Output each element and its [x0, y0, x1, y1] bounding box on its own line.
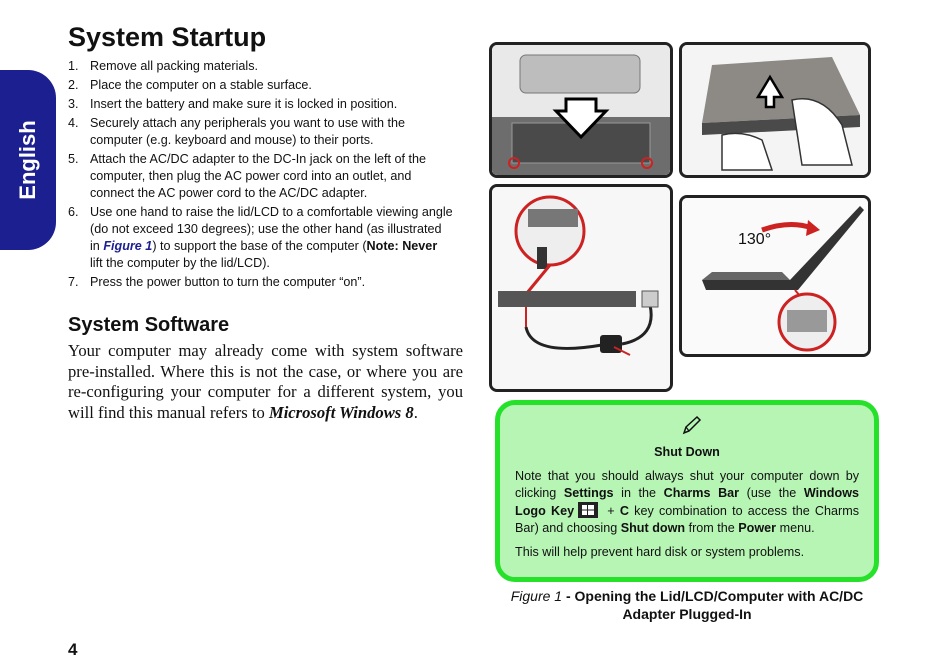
note-paragraph: Note that you should always shut your co… — [515, 469, 859, 535]
language-tab-label: English — [15, 120, 40, 200]
pencil-icon — [682, 415, 702, 435]
battery-insert-illustration — [489, 42, 673, 178]
list-item: 6.Use one hand to raise the lid/LCD to a… — [68, 205, 453, 270]
list-item: 7.Press the power button to turn the com… — [68, 275, 366, 289]
note-paragraph-2: This will help prevent hard disk or syst… — [515, 545, 805, 559]
startup-steps-list: 1.Remove all packing materials. 2.Place … — [68, 58, 453, 293]
lid-angle-illustration: 130° — [679, 195, 871, 357]
list-item: 1.Remove all packing materials. — [68, 59, 258, 73]
list-item: 5.Attach the AC/DC adapter to the DC-In … — [68, 152, 427, 200]
list-item: 3.Insert the battery and make sure it is… — [68, 97, 398, 111]
language-tab: English — [0, 70, 56, 250]
section-title: System Software — [68, 314, 230, 336]
page-title: System Startup — [68, 22, 267, 52]
figure-caption: Figure 1 - Opening the Lid/LCD/Computer … — [510, 588, 864, 622]
software-paragraph: Your computer may already come with syst… — [68, 341, 463, 422]
list-item: 4.Securely attach any peripherals you wa… — [68, 116, 406, 147]
lid-opening-illustration — [679, 42, 871, 178]
figure-1-link[interactable]: Figure 1 — [103, 239, 153, 253]
angle-label: 130° — [738, 231, 771, 248]
list-item: 2.Place the computer on a stable surface… — [68, 78, 312, 92]
shut-down-note: Shut Down Note that you should always sh… — [495, 400, 879, 582]
windows-logo-icon — [578, 502, 599, 518]
page-number: 4 — [68, 640, 78, 659]
adapter-connection-illustration — [489, 184, 673, 392]
note-title: Shut Down — [654, 445, 720, 459]
